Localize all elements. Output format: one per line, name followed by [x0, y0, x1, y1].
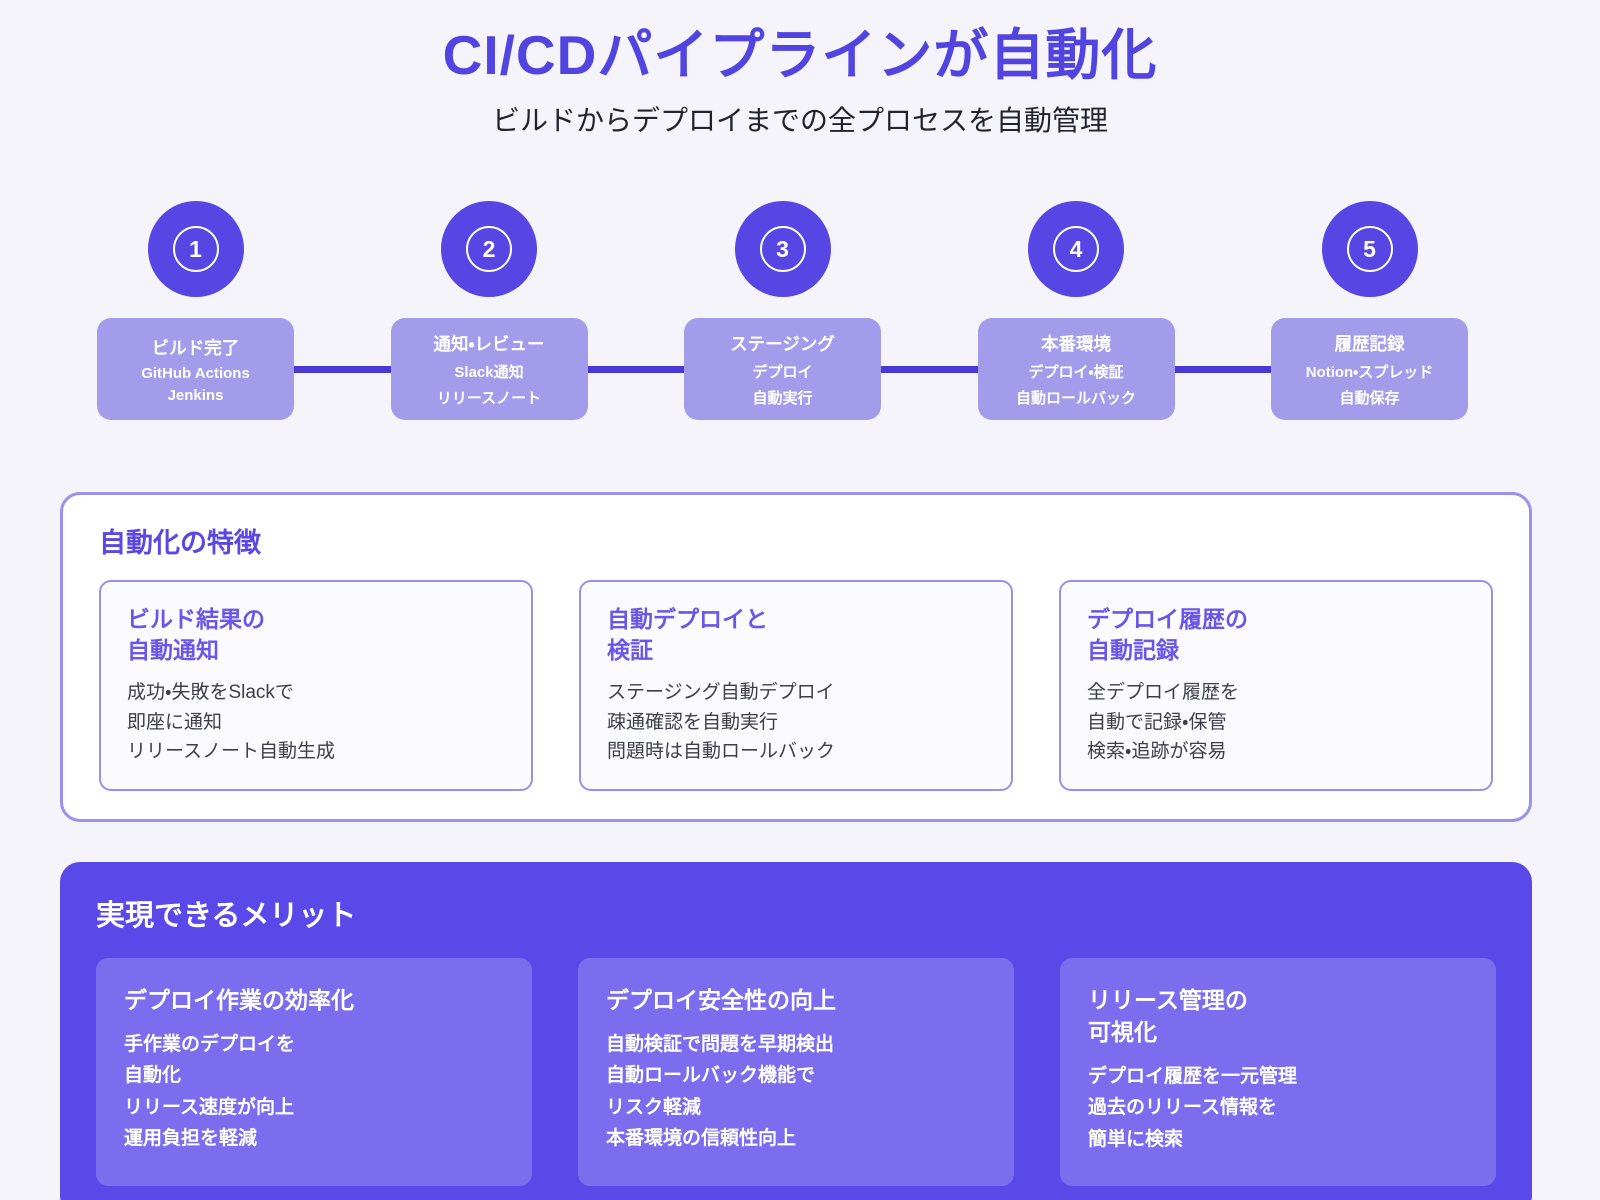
feature-card-line: 問題時は自動ロールバック: [607, 741, 836, 763]
page-subtitle: ビルドからデプロイまでの全プロセスを自動管理: [491, 105, 1108, 137]
pipeline-step-3: 3 ステージング デプロイ 自動実行: [684, 201, 881, 421]
features-cards-row: ビルド結果の 自動通知 成功・失敗をSlackで 即座に通知 リリースノート自動…: [99, 580, 1493, 791]
feature-card-line: リリースノート自動生成: [127, 741, 336, 763]
step-3-detail: 自動実行: [752, 389, 813, 407]
step-2-detail: Slack通知: [454, 363, 524, 381]
benefit-card-title: デプロイ作業の効率化: [124, 986, 354, 1013]
feature-card-line: 全デプロイ履歴を: [1087, 682, 1240, 704]
feature-card-line: 検索・追跡が容易: [1087, 741, 1227, 763]
step-2-detail: リリースノート: [436, 389, 542, 407]
feature-card-history-record: デプロイ履歴の 自動記録 全デプロイ履歴を 自動で記録・保管 検索・追跡が容易: [1059, 580, 1493, 791]
pipeline-steps: 1 ビルド完了 GitHub Actions Jenkins 2 通知・レビュー…: [97, 201, 1468, 421]
step-2-box: 通知・レビュー Slack通知 リリースノート: [390, 318, 588, 421]
step-1-box: ビルド完了 GitHub Actions Jenkins: [97, 318, 294, 421]
feature-card-line: 成功・失敗をSlackで: [127, 682, 294, 704]
feature-card-title: ビルド結果の 自動通知: [127, 606, 265, 664]
feature-card-build-notify: ビルド結果の 自動通知 成功・失敗をSlackで 即座に通知 リリースノート自動…: [99, 580, 533, 791]
step-4-box: 本番環境 デプロイ・検証 自動ロールバック: [977, 318, 1175, 421]
step-3-circle: 3: [734, 201, 831, 298]
feature-card-body: 成功・失敗をSlackで 即座に通知 リリースノート自動生成: [127, 678, 505, 766]
step-4-title: 本番環境: [1041, 333, 1111, 354]
feature-card-line: 疎通確認を自動実行: [607, 711, 779, 733]
step-1-circle: 1: [147, 201, 244, 298]
benefit-card-safety: デプロイ安全性の向上 自動検証で問題を早期検出 自動ロールバック機能で リスク軽…: [578, 957, 1014, 1186]
feature-card-title: 自動デプロイと 検証: [607, 606, 768, 664]
step-3-box: ステージング デプロイ 自動実行: [684, 318, 881, 421]
step-4-detail: デプロイ・検証: [1028, 363, 1124, 381]
page-title: CI/CDパイプラインが自動化: [442, 24, 1158, 86]
step-1-title: ビルド完了: [151, 337, 240, 358]
step-3-title: ステージング: [730, 333, 835, 354]
step-4-number-icon: 4: [1053, 226, 1099, 273]
step-1-detail: GitHub Actions: [141, 364, 250, 382]
feature-card-title: デプロイ履歴の 自動記録: [1087, 606, 1248, 664]
pipeline-step-4: 4 本番環境 デプロイ・検証 自動ロールバック: [977, 201, 1175, 421]
step-3-number-icon: 3: [759, 226, 806, 273]
feature-card-line: ステージング自動デプロイ: [607, 682, 835, 704]
benefit-card-line: 自動ロールバック機能で: [606, 1065, 816, 1087]
pipeline-step-5: 5 履歴記録 Notion・スプレッド 自動保存: [1271, 201, 1468, 421]
step-4-detail: 自動ロールバック: [1015, 389, 1136, 407]
step-2-title: 通知・レビュー: [433, 333, 545, 354]
pipeline-step-2: 2 通知・レビュー Slack通知 リリースノート: [390, 201, 588, 421]
step-3-detail: デプロイ: [752, 363, 813, 381]
step-5-detail: 自動保存: [1339, 389, 1400, 407]
benefit-card-line: 運用負担を軽減: [124, 1127, 258, 1149]
benefit-card-title: リリース管理の 可視化: [1088, 986, 1248, 1045]
feature-card-auto-deploy: 自動デプロイと 検証 ステージング自動デプロイ 疎通確認を自動実行 問題時は自動…: [579, 580, 1013, 791]
benefit-card-line: 自動検証で問題を早期検出: [606, 1033, 835, 1055]
benefit-card-line: 自動化: [124, 1065, 182, 1087]
step-1-detail: Jenkins: [167, 386, 224, 404]
benefit-card-line: 過去のリリース情報を: [1088, 1097, 1278, 1119]
benefit-card-line: 手作業のデプロイを: [124, 1033, 296, 1055]
step-2-circle: 2: [441, 201, 537, 298]
benefit-card-title: デプロイ安全性の向上: [606, 986, 836, 1013]
features-panel: 自動化の特徴 ビルド結果の 自動通知 成功・失敗をSlackで 即座に通知 リリ…: [60, 492, 1532, 822]
benefit-card-efficiency: デプロイ作業の効率化 手作業のデプロイを 自動化 リリース速度が向上 運用負担を…: [96, 957, 532, 1186]
step-4-circle: 4: [1028, 201, 1124, 298]
benefit-card-line: リスク軽減: [606, 1096, 702, 1118]
step-5-detail: Notion・スプレッド: [1305, 363, 1434, 381]
features-panel-title: 自動化の特徴: [99, 528, 261, 559]
step-2-number-icon: 2: [466, 226, 512, 273]
benefit-card-line: 本番環境の信頼性向上: [606, 1127, 797, 1149]
benefits-panel: 実現できるメリット デプロイ作業の効率化 手作業のデプロイを 自動化 リリース速…: [60, 861, 1532, 1200]
benefit-card-line: リリース速度が向上: [124, 1096, 295, 1118]
feature-card-body: ステージング自動デプロイ 疎通確認を自動実行 問題時は自動ロールバック: [607, 678, 985, 766]
feature-card-line: 即座に通知: [127, 711, 223, 733]
benefit-card-line: デプロイ履歴を一元管理: [1088, 1066, 1298, 1088]
feature-card-line: 自動で記録・保管: [1087, 711, 1227, 733]
header: CI/CDパイプラインが自動化 ビルドからデプロイまでの全プロセスを自動管理: [0, 0, 1600, 139]
benefits-cards-row: デプロイ作業の効率化 手作業のデプロイを 自動化 リリース速度が向上 運用負担を…: [96, 957, 1496, 1186]
pipeline-step-1: 1 ビルド完了 GitHub Actions Jenkins: [97, 201, 294, 421]
benefit-card-visibility: リリース管理の 可視化 デプロイ履歴を一元管理 過去のリリース情報を 簡単に検索: [1060, 957, 1496, 1186]
step-5-box: 履歴記録 Notion・スプレッド 自動保存: [1271, 318, 1468, 421]
benefit-card-body: 手作業のデプロイを 自動化 リリース速度が向上 運用負担を軽減: [124, 1029, 504, 1154]
step-5-number-icon: 5: [1346, 226, 1393, 273]
feature-card-body: 全デプロイ履歴を 自動で記録・保管 検索・追跡が容易: [1087, 678, 1465, 766]
benefits-panel-title: 実現できるメリット: [96, 899, 357, 932]
step-1-number-icon: 1: [172, 226, 219, 273]
step-5-title: 履歴記録: [1334, 333, 1405, 354]
benefit-card-body: デプロイ履歴を一元管理 過去のリリース情報を 簡単に検索: [1088, 1061, 1468, 1155]
benefit-card-body: 自動検証で問題を早期検出 自動ロールバック機能で リスク軽減 本番環境の信頼性向…: [606, 1029, 986, 1154]
step-5-circle: 5: [1321, 201, 1418, 298]
benefit-card-line: 簡単に検索: [1088, 1128, 1184, 1150]
